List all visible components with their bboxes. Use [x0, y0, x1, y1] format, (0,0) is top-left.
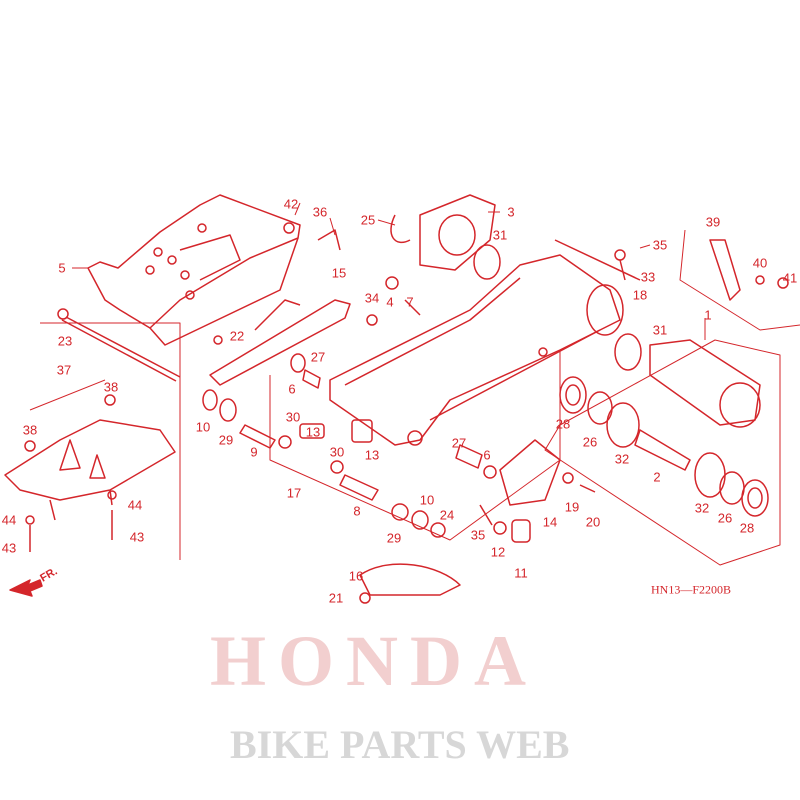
part-number-label[interactable]: 1	[704, 307, 712, 323]
part-number-label[interactable]: 12	[490, 544, 506, 560]
part-number-label[interactable]: 6	[288, 381, 296, 397]
watermark-brand: HONDA	[210, 621, 538, 701]
front-direction-arrow-icon	[9, 579, 43, 597]
part-number-label[interactable]: 39	[705, 214, 721, 230]
chain-slider-part	[209, 299, 351, 386]
part-number-label[interactable]: 27	[451, 435, 467, 451]
part-number-label[interactable]: 25	[360, 212, 376, 228]
part-number-label[interactable]: 42	[283, 196, 299, 212]
part-number-label[interactable]: 28	[555, 416, 571, 432]
part-number-label[interactable]: 13	[364, 447, 380, 463]
part-number-label[interactable]: 32	[614, 451, 630, 467]
swingarm-part	[329, 254, 624, 446]
part-number-label[interactable]: 43	[129, 529, 145, 545]
part-number-label[interactable]: 26	[717, 510, 733, 526]
part-number-label[interactable]: 3	[507, 204, 515, 220]
part-number-label[interactable]: 24	[439, 507, 455, 523]
small-parts	[24, 222, 789, 604]
part-number-label[interactable]: 29	[218, 432, 234, 448]
part-number-label[interactable]: 10	[419, 492, 435, 508]
part-number-label[interactable]: 33	[640, 269, 656, 285]
part-number-label[interactable]: 30	[285, 409, 301, 425]
part-number-label[interactable]: 36	[312, 204, 328, 220]
skid-plate-part	[87, 194, 301, 346]
part-number-label[interactable]: 43	[1, 540, 17, 556]
part-number-label[interactable]: 38	[22, 422, 38, 438]
part-number-label[interactable]: 13	[305, 424, 321, 440]
part-number-label[interactable]: 23	[57, 333, 73, 349]
part-number-label[interactable]: 26	[582, 434, 598, 450]
part-number-label[interactable]: 17	[286, 485, 302, 501]
part-number-label[interactable]: 16	[348, 568, 364, 584]
part-number-label[interactable]: 22	[229, 328, 245, 344]
eccentric-hub-plate-part	[390, 194, 501, 280]
part-number-label[interactable]: 32	[694, 500, 710, 516]
part-number-label[interactable]: 2	[653, 469, 661, 485]
part-number-label[interactable]: 19	[564, 499, 580, 515]
lower-guard-part	[4, 419, 176, 521]
part-number-label[interactable]: 7	[406, 294, 414, 310]
part-number-label[interactable]: 27	[310, 349, 326, 365]
part-number-label[interactable]: 9	[250, 444, 258, 460]
part-number-label[interactable]: 44	[1, 512, 17, 528]
part-number-label[interactable]: 38	[103, 379, 119, 395]
part-number-label[interactable]: 6	[483, 447, 491, 463]
part-number-label[interactable]: 15	[331, 265, 347, 281]
part-number-label[interactable]: 40	[752, 255, 768, 271]
part-number-label[interactable]: 11	[514, 565, 528, 581]
part-number-label[interactable]: 10	[195, 419, 211, 435]
part-number-label[interactable]: 31	[492, 227, 508, 243]
part-number-label[interactable]: 4	[386, 294, 394, 310]
part-number-label[interactable]: 35	[470, 527, 486, 543]
part-number-label[interactable]: 34	[364, 290, 380, 306]
part-number-label[interactable]: 35	[652, 237, 668, 253]
part-number-label[interactable]: 20	[585, 514, 601, 530]
part-number-label[interactable]: 31	[652, 322, 668, 338]
part-number-label[interactable]: 28	[739, 520, 755, 536]
part-number-label[interactable]: 30	[329, 444, 345, 460]
part-number-label[interactable]: 41	[782, 270, 798, 286]
part-number-label[interactable]: 5	[58, 260, 66, 276]
part-number-label[interactable]: 14	[542, 514, 558, 530]
part-number-label[interactable]: 8	[353, 503, 361, 519]
watermark-site: BIKE PARTS WEB	[230, 722, 570, 767]
diagram-code: HN13—F2200B	[650, 582, 732, 597]
rear-hub-part	[559, 333, 769, 517]
part-number-label[interactable]: 18	[632, 287, 648, 303]
pivot-axle-part	[57, 308, 181, 382]
part-number-label[interactable]: 21	[328, 590, 344, 606]
leader-lines	[29, 202, 800, 566]
part-number-label[interactable]: 29	[386, 530, 402, 546]
part-number-label[interactable]: 37	[56, 362, 72, 378]
part-number-label[interactable]: 44	[127, 497, 143, 513]
